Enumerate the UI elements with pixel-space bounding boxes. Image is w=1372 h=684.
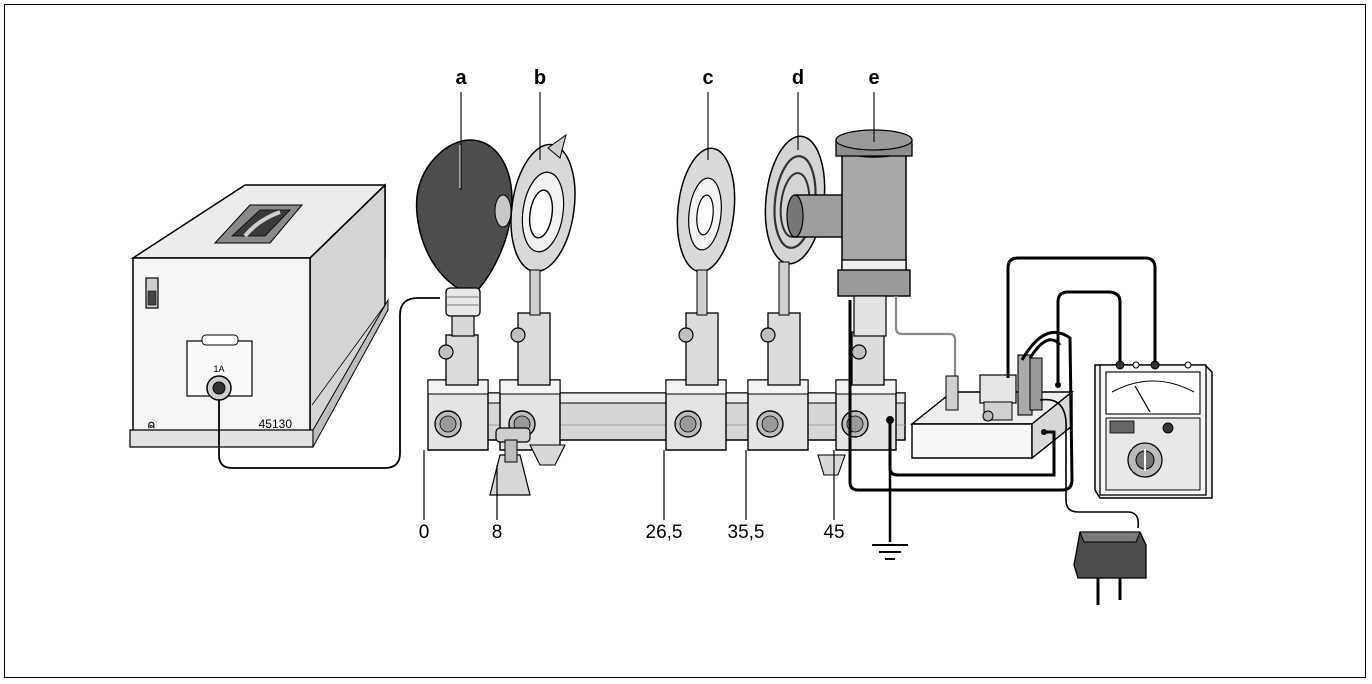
rider-35-5: [747, 312, 809, 451]
position-label-35-5: 35,5: [728, 522, 765, 543]
label-e: e: [868, 67, 879, 89]
label-b: b: [534, 67, 546, 89]
position-label-26-5: 26,5: [646, 522, 683, 543]
label-d: d: [792, 67, 804, 89]
position-label-45: 45: [823, 522, 844, 543]
model-number: 45130: [259, 417, 293, 431]
position-ticks: [423, 450, 835, 520]
figure-frame: [4, 4, 1366, 678]
ground-icon: [872, 416, 908, 560]
label-a: a: [455, 67, 467, 89]
measurement-amplifier: [910, 354, 1074, 460]
position-label-8: 8: [492, 522, 503, 543]
multimeter: [1094, 360, 1213, 499]
component-b-aperture: [510, 133, 576, 316]
power-supply-unit: 1A ⍝ 45130: [129, 183, 389, 448]
component-a-lamp: [415, 139, 513, 337]
manufacturer-logo-icon: ⍝: [148, 419, 155, 431]
mains-adapter-icon: [1073, 531, 1147, 605]
position-label-0: 0: [419, 522, 430, 543]
label-c: c: [702, 67, 713, 89]
rider-8: [489, 312, 566, 496]
component-c-aperture: [676, 147, 736, 316]
rider-0: [427, 334, 489, 451]
label-leader-lines: [460, 92, 875, 190]
adapter-cable: [1039, 398, 1140, 529]
rider-26-5: [665, 312, 727, 451]
lamp-power-cable: [218, 297, 440, 469]
socket-label: 1A: [213, 364, 224, 374]
